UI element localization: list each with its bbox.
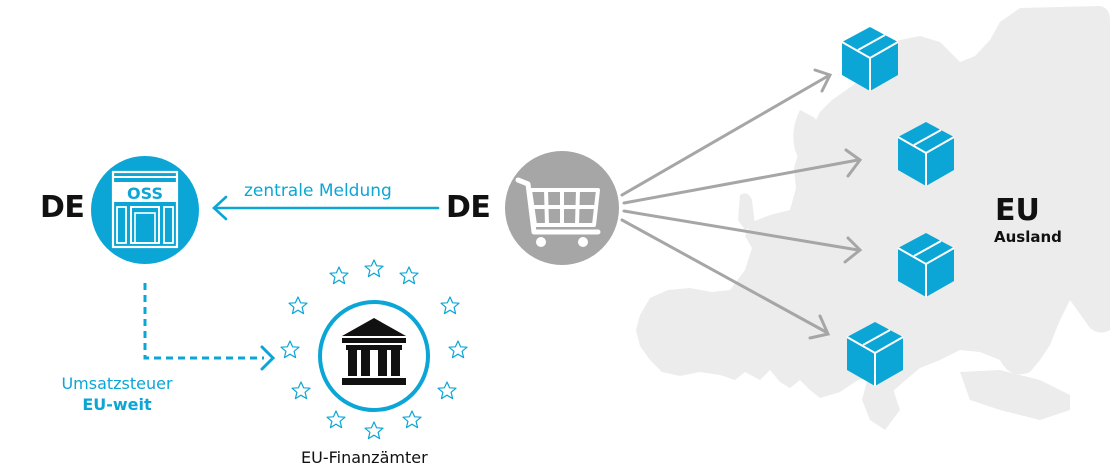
svg-text:OSS: OSS [127,184,163,203]
star-icon [364,259,384,278]
shipping-arrows [620,68,863,340]
star-icon [364,421,384,440]
center-country-label: DE [446,190,491,225]
europe-map-silhouette [636,6,1110,430]
star-icon [329,266,349,285]
report-arrow [212,195,440,221]
shopping-cart-icon [505,151,619,265]
tax-label: Umsatzsteuer EU-weit [58,373,176,415]
star-icon [280,340,300,359]
destination-region-label: EU [995,193,1040,228]
left-country-label: DE [40,190,85,225]
star-icon [288,296,308,315]
destination-region-sublabel: Ausland [994,228,1062,246]
bank-building-icon [318,300,430,412]
report-arrow-label: zentrale Meldung [244,181,392,201]
star-icon [326,410,346,429]
tax-label-line1: Umsatzsteuer [61,374,173,393]
star-icon [448,340,468,359]
tax-dashed-arrow [143,283,276,371]
star-icon [291,381,311,400]
star-icon [440,296,460,315]
oss-office-building-icon: OSS [91,156,199,264]
authority-caption: EU-Finanzämter [301,448,428,467]
tax-label-line2: EU-weit [82,395,152,414]
star-icon [402,410,422,429]
star-icon [399,266,419,285]
star-icon [437,381,457,400]
